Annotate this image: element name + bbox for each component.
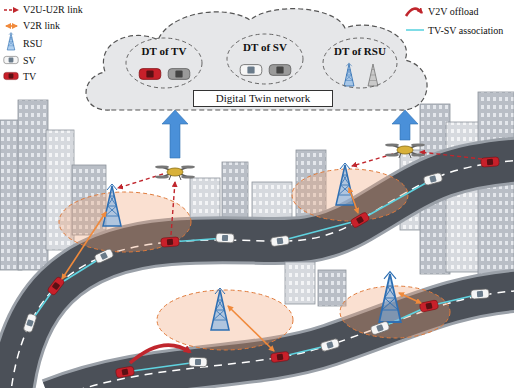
legend-icons-part	[6, 25, 17, 27]
network-box: Digital Twin network	[193, 90, 333, 107]
twin-label: DT of RSU	[334, 45, 386, 58]
vehicles	[23, 157, 499, 378]
twin-icons-part	[269, 65, 291, 76]
vehicles-part	[270, 235, 289, 246]
digital-twin-ellipse: DT of SV	[226, 33, 304, 85]
vehicles-part	[161, 237, 180, 247]
v2r-links-part	[62, 212, 106, 279]
uavs	[155, 143, 425, 180]
twin-icons-part	[240, 65, 262, 76]
city-buildings-part	[18, 100, 48, 270]
twin-icons-part	[368, 64, 378, 86]
legend-label: TV	[23, 70, 36, 83]
vehicles-part	[189, 357, 207, 367]
v2u-u2r-links-part	[171, 182, 175, 235]
legend-icons-part	[7, 32, 15, 50]
uavs-part	[155, 165, 195, 180]
rsu-towers-part	[379, 272, 401, 322]
roads	[10, 160, 514, 388]
twin-icons-part	[168, 69, 190, 80]
tv-sv-association-part	[360, 179, 433, 220]
roads-part	[10, 160, 514, 388]
tv-sv-association	[30, 179, 480, 372]
legend-icons-part	[406, 9, 422, 16]
upload-arrows-part	[392, 110, 418, 140]
twin-outline	[322, 37, 398, 89]
mid-buildings-part	[285, 262, 315, 304]
mid-buildings-part	[318, 270, 346, 306]
vehicles-part	[216, 233, 234, 243]
legend-label: V2U-U2R link	[23, 3, 83, 16]
legend-label: SV	[23, 54, 36, 67]
twin-outline-ellipse	[126, 38, 202, 88]
rsu-coverage	[59, 169, 450, 350]
mid-buildings	[285, 262, 346, 306]
uavs-part	[385, 143, 425, 158]
cloud	[86, 9, 427, 110]
vehicles-part	[481, 157, 500, 167]
tv-sv-association-part	[280, 220, 360, 241]
vehicles-part	[270, 351, 289, 362]
digital-twin-ellipse: DT of TV	[125, 37, 203, 89]
vehicles-part	[23, 313, 37, 333]
rsu-coverage-part	[59, 192, 191, 252]
v2u-u2r-links-part	[420, 152, 482, 159]
vehicles-part	[320, 338, 340, 352]
vehicles-part	[94, 248, 114, 264]
rsu-towers	[103, 163, 401, 330]
rsu-towers-part	[211, 288, 229, 330]
twin-outline	[226, 33, 304, 85]
twin-outline-ellipse	[227, 34, 303, 84]
upload-arrows-part	[162, 110, 188, 158]
vehicles-part	[423, 172, 443, 185]
box-label: Digital Twin network	[216, 92, 310, 105]
legend-label: RSU	[23, 37, 42, 50]
v2r-links-part	[349, 188, 358, 213]
legend-label: TV-SV association	[428, 24, 503, 37]
twin-label: DT of SV	[243, 41, 287, 54]
twin-label: DT of TV	[142, 45, 187, 58]
legend-icons-part	[4, 72, 18, 79]
legend-label: V2R link	[23, 19, 60, 32]
roads-part	[10, 160, 514, 388]
v2r-links-part	[399, 293, 421, 303]
vehicles-part	[350, 212, 370, 229]
roads-part	[10, 160, 514, 388]
v2u-u2r-links	[118, 152, 482, 235]
twin-icons	[139, 63, 378, 86]
legend-icons	[4, 9, 424, 80]
vehicles-part	[370, 321, 390, 336]
vehicles-part	[419, 300, 438, 313]
rsu-towers-part	[336, 163, 354, 205]
legend-icons-part	[4, 9, 18, 10]
legend-icons-part	[406, 29, 424, 31]
vehicles-part	[471, 289, 490, 299]
v2r-links	[62, 188, 421, 351]
twin-icons-part	[139, 69, 161, 80]
digital-twin-ellipse: DT of RSU	[322, 37, 398, 89]
v2r-links-part	[228, 306, 274, 351]
tv-sv-association-part	[125, 362, 198, 372]
rsu-towers-part	[103, 184, 121, 226]
twin-outline-ellipse	[323, 38, 397, 88]
v2v-offload-arrow	[130, 345, 190, 363]
vehicles-part	[115, 366, 134, 378]
legend-label: V2V offload	[428, 5, 478, 18]
upload-arrows	[162, 110, 418, 158]
twin-outline	[125, 37, 203, 89]
twin-icons-part	[344, 63, 354, 86]
legend-icons-part	[4, 56, 18, 63]
